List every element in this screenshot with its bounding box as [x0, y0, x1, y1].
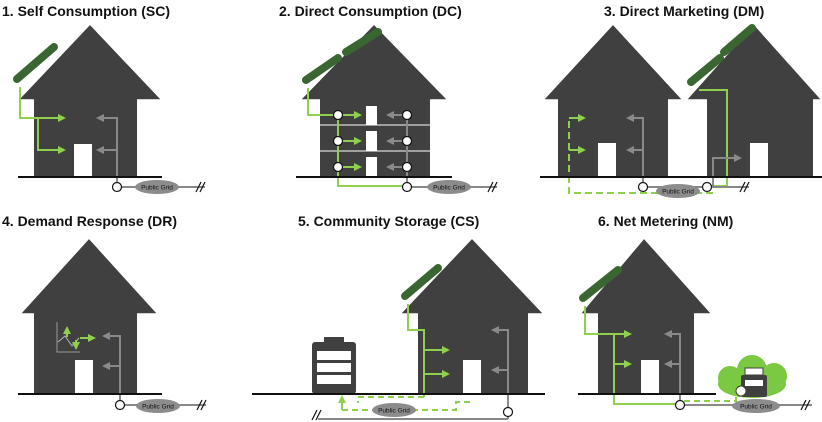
- house-icon: [398, 236, 546, 394]
- public-grid-label: Public Grid: [433, 185, 465, 192]
- public-grid-label: Public Grid: [142, 404, 174, 411]
- panel-direct-consumption: 2. Direct Consumption (DC) Publi: [279, 3, 498, 194]
- solar-energy-flow: [613, 334, 680, 405]
- house-icon: [684, 22, 822, 177]
- grid-break-mark: [195, 181, 206, 193]
- solar-energy-flow: [19, 87, 38, 119]
- battery-storage-icon: [312, 337, 356, 394]
- panel-demand-response: 4. Demand Response (DR) Public Grid: [2, 213, 207, 413]
- grid-break-mark: [739, 181, 750, 193]
- panel-title: 3. Direct Marketing (DM): [604, 3, 764, 19]
- grid-energy-flow: [96, 114, 118, 186]
- solar-panel: [13, 43, 58, 83]
- panel-title: 6. Net Metering (NM): [598, 213, 733, 229]
- flow-node: [401, 135, 413, 147]
- public-grid-oval: [135, 180, 179, 194]
- grid-connection-node: [701, 181, 713, 193]
- panel-net-metering: 6. Net Metering (NM) Public G: [578, 213, 812, 413]
- grid-connection-node: [111, 181, 123, 193]
- grid-energy-flow: [626, 114, 644, 186]
- flow-node: [332, 109, 344, 121]
- solar-energy-flow: [584, 306, 614, 335]
- energy-flow-arrow: [37, 118, 66, 154]
- panel-title: 5. Community Storage (CS): [298, 213, 479, 229]
- public-grid-oval: [372, 403, 416, 417]
- flow-node: [401, 109, 413, 121]
- grid-break-mark: [487, 181, 498, 193]
- flow-node: [332, 161, 344, 173]
- flow-node: [401, 161, 413, 173]
- house-icon: [18, 236, 160, 394]
- house-icon: [298, 22, 450, 177]
- public-grid-oval: [136, 399, 180, 413]
- solar-energy-flow: [407, 304, 425, 397]
- storage-charge-flow: [357, 396, 424, 403]
- panel-title: 1. Self Consumption (SC): [2, 3, 170, 19]
- grid-break-mark: [800, 399, 811, 411]
- panel-direct-marketing: 3. Direct Marketing (DM) Public Grid: [540, 3, 822, 198]
- grid-energy-flow: [491, 326, 509, 412]
- solar-panel: [302, 54, 342, 84]
- solar-panel: [401, 264, 442, 300]
- solar-panel: [579, 266, 622, 302]
- public-grid-label: Public Grid: [662, 189, 694, 196]
- load-shift-chart-icon: [56, 322, 80, 353]
- grid-energy-flow: [664, 330, 681, 404]
- grid-connection-node: [502, 406, 514, 418]
- public-grid-label: Public Grid: [141, 185, 173, 192]
- public-grid-label: Public Grid: [378, 408, 410, 415]
- house-icon: [16, 22, 164, 177]
- public-grid-oval: [427, 180, 471, 194]
- house-icon: [578, 236, 714, 394]
- solar-panel: [720, 24, 756, 56]
- meter-icon: [735, 367, 767, 397]
- public-grid-oval: [656, 184, 700, 198]
- solar-panel: [342, 28, 382, 56]
- grid-connection-node: [674, 399, 686, 411]
- net-metering-feed-flow: [684, 397, 737, 402]
- solar-panel: [687, 54, 724, 86]
- flow-node: [332, 135, 344, 147]
- panel-title: 4. Demand Response (DR): [2, 213, 177, 229]
- grid-energy-flow: [102, 332, 121, 404]
- grid-connection-node: [637, 181, 649, 193]
- panel-title: 2. Direct Consumption (DC): [279, 3, 462, 19]
- grid-break-mark: [311, 409, 322, 421]
- grid-connection-node: [401, 181, 413, 193]
- public-grid-label: Public Grid: [740, 404, 772, 411]
- panel-self-consumption: 1. Self Consumption (SC) Public Grid: [2, 3, 206, 194]
- grid-connection-node: [114, 399, 126, 411]
- solar-energy-flow: [307, 88, 338, 116]
- panel-community-storage: 5. Community Storage (CS) Public Grid: [252, 213, 546, 421]
- public-grid-oval: [732, 399, 780, 413]
- grid-break-mark: [196, 399, 207, 411]
- house-icon: [541, 22, 685, 177]
